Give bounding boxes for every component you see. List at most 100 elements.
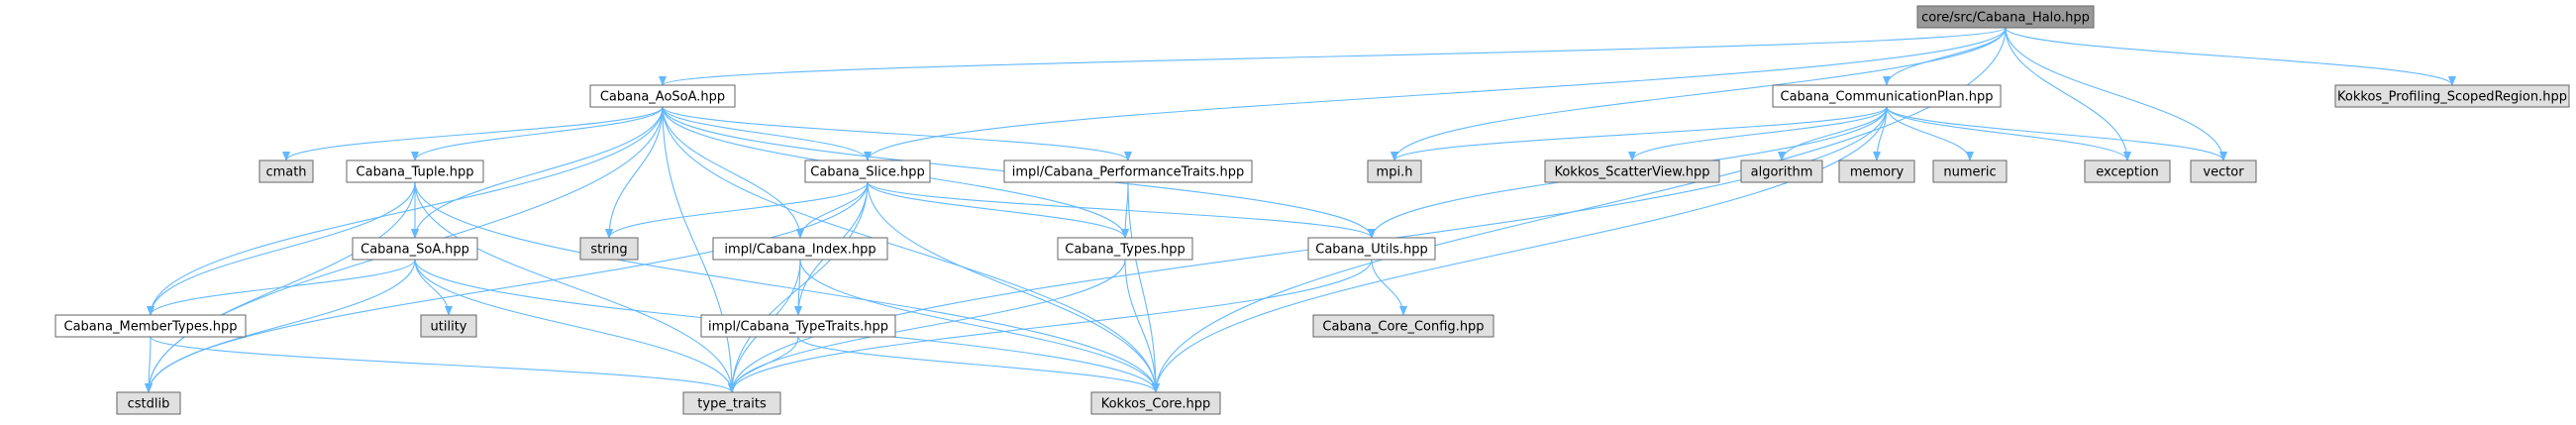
edge-halo-to-mpih <box>1391 27 2007 161</box>
node-string: string <box>579 237 639 261</box>
edge-halo-to-aosoa <box>659 27 2007 86</box>
node-type_traits: type_traits <box>682 391 781 415</box>
edge-membertypes-to-type_traits <box>150 336 736 393</box>
node-box-soa <box>352 237 478 261</box>
node-perftraits[interactable]: impl/Cabana_PerformanceTraits.hpp <box>1003 159 1253 183</box>
edge-aosoa-to-index <box>662 106 804 239</box>
edge-types-to-kokkoscore <box>1124 259 1160 393</box>
node-box-algorithm <box>1740 159 1823 183</box>
node-typetraits[interactable]: impl/Cabana_TypeTraits.hpp <box>700 314 896 338</box>
node-box-exception <box>2084 159 2171 183</box>
node-commplan[interactable]: Cabana_CommunicationPlan.hpp <box>1772 84 2002 108</box>
node-label-kokkoscore: Kokkos_Core.hpp <box>1101 397 1211 412</box>
node-cstdlib: cstdlib <box>116 391 181 415</box>
node-label-scatter: Kokkos_ScatterView.hpp <box>1554 165 1709 180</box>
node-label-cstdlib: cstdlib <box>128 397 170 412</box>
node-label-types: Cabana_Types.hpp <box>1065 243 1185 258</box>
node-box-typetraits <box>700 314 896 338</box>
edge-aosoa-to-slice <box>662 106 872 161</box>
node-tuple[interactable]: Cabana_Tuple.hpp <box>346 159 484 183</box>
edge-aosoa-to-kokkoscore <box>662 106 1160 393</box>
node-box-commplan <box>1772 84 2002 108</box>
edge-typetraits-to-type_traits <box>728 336 799 393</box>
node-vector: vector <box>2190 159 2257 183</box>
edge-aosoa-to-tuple <box>411 106 664 161</box>
node-utility: utility <box>420 314 477 338</box>
node-box-tuple <box>346 159 484 183</box>
node-mpih: mpi.h <box>1367 159 1422 183</box>
node-box-vector <box>2190 159 2257 183</box>
node-label-coreconfig: Cabana_Core_Config.hpp <box>1322 320 1484 335</box>
node-types[interactable]: Cabana_Types.hpp <box>1057 237 1193 261</box>
nodes-layer: core/src/Cabana_Halo.hppCabana_AoSoA.hpp… <box>54 5 2570 415</box>
node-memory: memory <box>1838 159 1915 183</box>
node-scatter: Kokkos_ScatterView.hpp <box>1544 159 1720 183</box>
node-label-utility: utility <box>431 320 467 335</box>
node-box-aosoa <box>589 84 736 108</box>
edge-slice-to-utils <box>867 181 1376 239</box>
edge-halo-to-kokkosprof <box>2005 27 2456 86</box>
edge-perftraits-to-kokkoscore <box>1127 181 1160 393</box>
edge-soa-to-utility <box>414 259 453 316</box>
node-membertypes[interactable]: Cabana_MemberTypes.hpp <box>54 314 247 338</box>
node-label-membertypes: Cabana_MemberTypes.hpp <box>64 320 238 335</box>
edge-commplan-to-vector <box>1886 106 2227 161</box>
node-halo[interactable]: core/src/Cabana_Halo.hpp <box>1916 5 2095 29</box>
node-box-index <box>712 237 888 261</box>
node-index[interactable]: impl/Cabana_Index.hpp <box>712 237 888 261</box>
node-label-soa: Cabana_SoA.hpp <box>361 243 469 258</box>
node-slice[interactable]: Cabana_Slice.hpp <box>804 159 931 183</box>
edge-tuple-to-type_traits <box>414 181 736 393</box>
node-box-slice <box>804 159 931 183</box>
node-label-numeric: numeric <box>1943 165 1996 180</box>
node-label-slice: Cabana_Slice.hpp <box>810 165 924 180</box>
edge-slice-to-string <box>605 181 869 239</box>
node-label-aosoa: Cabana_AoSoA.hpp <box>600 90 725 105</box>
node-box-kokkosprof <box>2334 84 2570 108</box>
edge-soa-to-cstdlib <box>145 259 416 393</box>
node-box-kokkoscore <box>1090 391 1221 415</box>
edge-soa-to-membertypes <box>147 259 416 316</box>
node-label-utils: Cabana_Utils.hpp <box>1315 243 1427 258</box>
node-label-tuple: Cabana_Tuple.hpp <box>357 165 474 180</box>
node-aosoa[interactable]: Cabana_AoSoA.hpp <box>589 84 736 108</box>
edge-commplan-to-algorithm <box>1778 106 1888 161</box>
edge-membertypes-to-cstdlib <box>145 336 154 393</box>
edge-aosoa-to-perftraits <box>662 106 1132 161</box>
node-label-cmath: cmath <box>265 165 306 180</box>
edge-utils-to-coreconfig <box>1371 259 1407 316</box>
edge-commplan-to-kokkoscore <box>1152 106 1888 393</box>
node-label-algorithm: algorithm <box>1751 165 1813 180</box>
node-box-halo <box>1916 5 2095 29</box>
node-utils[interactable]: Cabana_Utils.hpp <box>1307 237 1436 261</box>
edge-aosoa-to-string <box>605 106 664 239</box>
node-box-types <box>1057 237 1193 261</box>
node-soa[interactable]: Cabana_SoA.hpp <box>352 237 478 261</box>
edge-aosoa-to-soa <box>411 106 664 239</box>
node-label-string: string <box>590 243 627 258</box>
edge-aosoa-to-cmath <box>282 106 664 161</box>
edge-soa-to-type_traits <box>414 259 736 393</box>
edge-commplan-to-exception <box>1886 106 2131 161</box>
edge-commplan-to-numeric <box>1886 106 1974 161</box>
edge-aosoa-to-membertypes <box>147 106 664 316</box>
node-label-memory: memory <box>1850 165 1905 180</box>
node-kokkoscore: Kokkos_Core.hpp <box>1090 391 1221 415</box>
node-box-memory <box>1838 159 1915 183</box>
edge-aosoa-to-type_traits <box>662 106 736 393</box>
node-cmath: cmath <box>258 159 314 183</box>
node-box-utility <box>420 314 477 338</box>
node-box-cmath <box>258 159 314 183</box>
node-box-numeric <box>1932 159 2008 183</box>
edge-utils-to-type_traits <box>728 259 1373 393</box>
node-label-typetraits: impl/Cabana_TypeTraits.hpp <box>708 320 888 335</box>
edge-commplan-to-mpih <box>1391 106 1888 161</box>
node-label-perftraits: impl/Cabana_PerformanceTraits.hpp <box>1012 165 1245 180</box>
edge-typetraits-to-kokkoscore <box>797 336 1160 393</box>
node-box-utils <box>1307 237 1436 261</box>
node-label-index: impl/Cabana_Index.hpp <box>724 243 876 258</box>
node-label-vector: vector <box>2203 165 2244 180</box>
node-label-halo: core/src/Cabana_Halo.hpp <box>1921 11 2090 26</box>
edge-index-to-kokkoscore <box>799 259 1160 393</box>
